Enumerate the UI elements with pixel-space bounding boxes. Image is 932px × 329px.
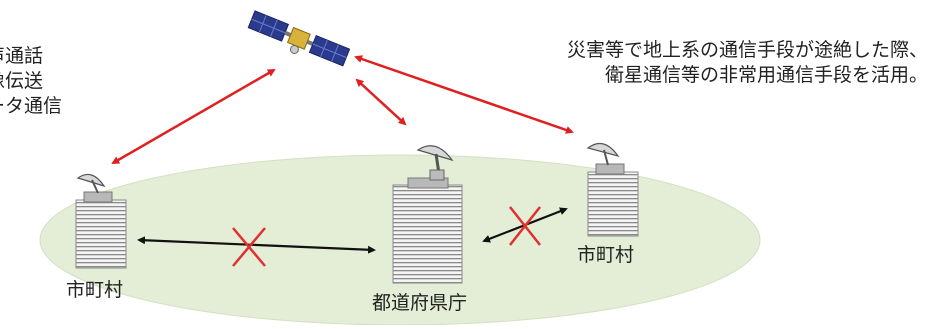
note-line: 衛星通信等の非常用通信手段を活用。 (604, 64, 928, 86)
satellite-icon (247, 10, 351, 67)
satellite-link-right (354, 55, 574, 134)
link-failure-mark-left (232, 227, 266, 267)
service-item: 像伝送 (0, 70, 44, 92)
link-failure-mark-right (509, 206, 541, 246)
prefectural-office-label: 都道府県庁 (372, 292, 468, 314)
satellite-link-center (355, 78, 407, 126)
prefectural-office-building (392, 145, 463, 284)
note-line: 災害等で地上系の通信手段が途絶した際、 (566, 39, 928, 61)
satellite-link-left (111, 68, 276, 165)
ground-link-left (137, 236, 376, 254)
service-list: 声通話 像伝送 ータ通信 (0, 44, 62, 119)
service-item: ータ通信 (0, 95, 63, 117)
service-item: 声通話 (0, 45, 44, 67)
municipality-label-right: 市町村 (577, 244, 635, 266)
explanatory-note: 災害等で地上系の通信手段が途絶した際、 衛星通信等の非常用通信手段を活用。 (567, 38, 928, 88)
municipality-label-left: 市町村 (66, 279, 124, 301)
municipality-building-right (586, 142, 639, 237)
municipality-building-left (75, 173, 127, 269)
